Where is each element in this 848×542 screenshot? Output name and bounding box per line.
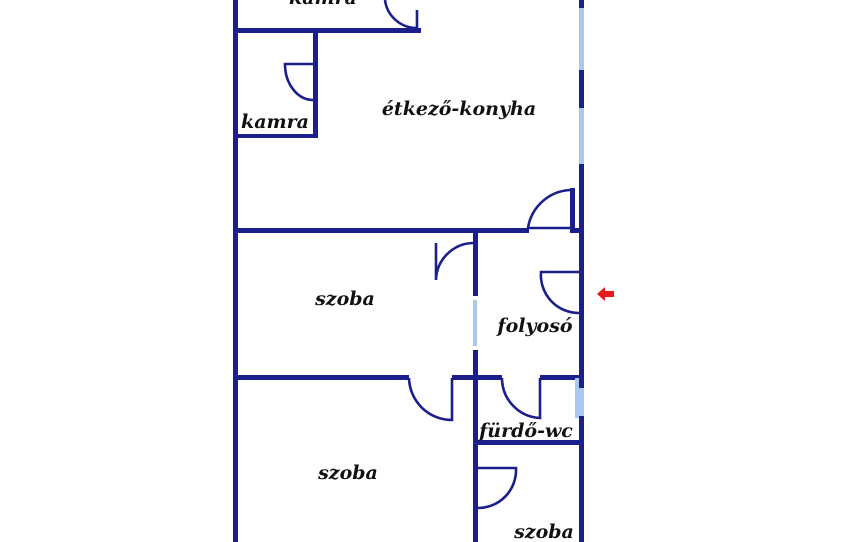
kamra-bottom-wall: [233, 134, 318, 138]
window-kitchen: [579, 108, 584, 164]
kitchen-wall-stub: [572, 228, 584, 233]
kitchen-door-jamb: [570, 188, 575, 233]
room-label-kitchen: étkező-konyha: [382, 98, 536, 120]
left-arrow-icon: [597, 287, 614, 301]
doors: [283, 0, 580, 510]
door-kamra: [283, 62, 314, 102]
room-label-szoba-3: szoba: [513, 521, 574, 542]
rooms-divider-wall-right: [452, 375, 502, 380]
room-label-kamra-top: kamra: [289, 0, 357, 9]
room-label-kamra: kamra: [241, 111, 309, 133]
room-label-szoba-2: szoba: [317, 462, 378, 484]
kitchen-bottom-wall: [233, 228, 529, 233]
door-top-kamra: [383, 0, 419, 30]
door-szoba-3: [477, 466, 518, 510]
room-label-furdo-wc: fürdő-wc: [477, 420, 573, 442]
rooms-divider-wall-left: [233, 375, 409, 380]
bath-bottom-wall: [473, 440, 584, 445]
door-szoba-2: [407, 377, 454, 422]
folyoso-left-wall-lower: [473, 350, 478, 380]
outer-wall-right: [579, 0, 584, 542]
windows: [473, 8, 584, 418]
door-folyoso: [434, 241, 474, 281]
window-bath-gap: [575, 378, 579, 418]
top-kamra-wall: [233, 28, 421, 33]
walls: [233, 0, 584, 542]
bath-left-wall: [473, 378, 478, 542]
bath-top-wall: [540, 375, 584, 380]
door-kitchen: [526, 188, 571, 230]
door-bath: [500, 377, 542, 420]
outer-wall-left: [233, 0, 238, 542]
kamra-right-wall: [313, 28, 318, 138]
folyoso-left-wall-upper: [473, 231, 478, 296]
room-label-folyoso: folyosó: [495, 315, 572, 337]
window-top: [579, 8, 584, 70]
window-bath: [579, 388, 584, 416]
window-folyoso: [473, 300, 477, 346]
door-entrance: [539, 270, 580, 315]
room-label-szoba-1: szoba: [314, 288, 375, 310]
